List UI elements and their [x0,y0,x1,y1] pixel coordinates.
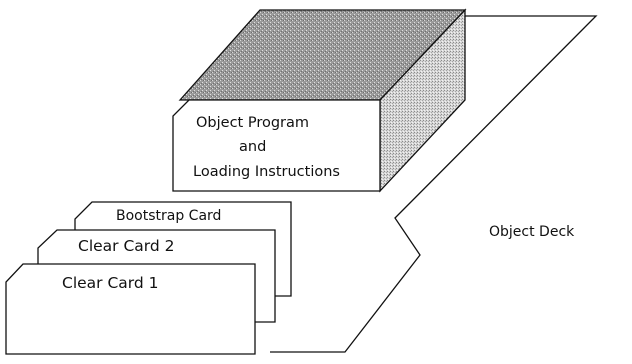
card-clear-2-label: Clear Card 2 [78,237,175,255]
box-front-face [172,99,381,192]
box-label-line2: and [239,139,266,155]
box-label-line1: Object Program [196,115,309,131]
object-deck-outline [270,15,598,353]
card-clear-1 [5,263,256,355]
card-bootstrap-label: Bootstrap Card [116,208,221,224]
object-deck-label: Object Deck [489,224,575,240]
card-clear-1-label: Clear Card 1 [62,274,159,292]
box-label-line3: Loading Instructions [193,164,340,180]
